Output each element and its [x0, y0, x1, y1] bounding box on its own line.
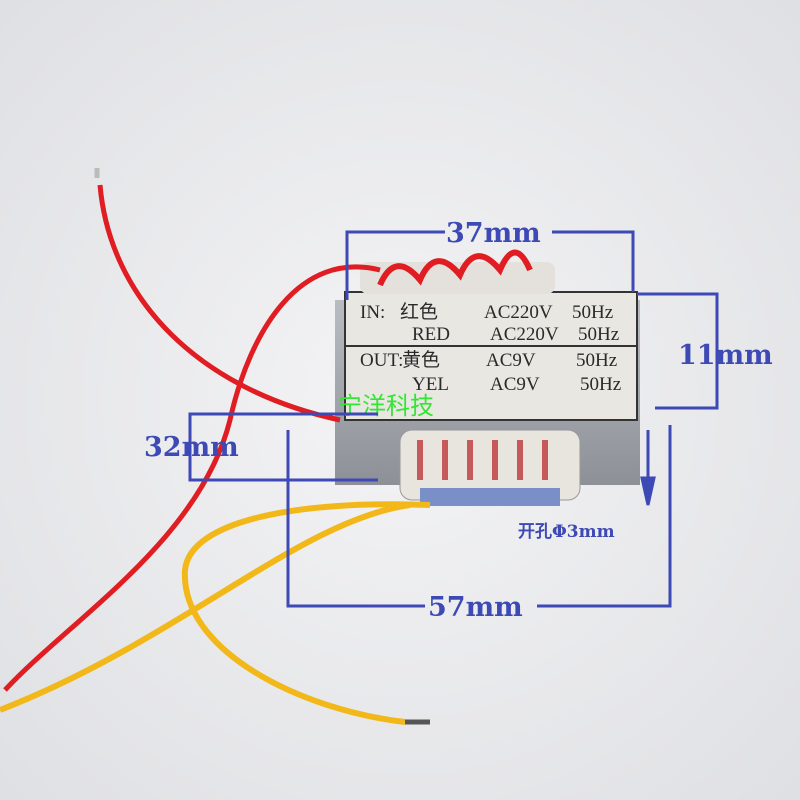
svg-text:IN:: IN:: [360, 302, 385, 323]
height-dimension: 11mm: [678, 340, 773, 371]
svg-text:AC9V: AC9V: [486, 350, 536, 371]
svg-text:50Hz: 50Hz: [576, 350, 617, 371]
depth-dimension: 32mm: [144, 432, 239, 463]
svg-text:50Hz: 50Hz: [580, 374, 621, 395]
transformer-body: [335, 249, 640, 506]
hole-dimension: 开孔Φ3mm: [518, 522, 615, 542]
svg-text:黄色: 黄色: [402, 349, 440, 371]
width-dimension: 37mm: [446, 218, 541, 249]
transformer-label: IN: 红色 AC220V 50Hz RED AC220V 50Hz OUT: …: [360, 301, 621, 395]
dimension-lines: [188, 230, 719, 608]
svg-text:AC9V: AC9V: [490, 374, 540, 395]
svg-text:50Hz: 50Hz: [572, 302, 613, 323]
svg-text:红色: 红色: [400, 301, 438, 323]
svg-text:50Hz: 50Hz: [578, 324, 619, 345]
svg-text:OUT:: OUT:: [360, 350, 403, 371]
red-wires: [3, 168, 381, 692]
svg-text:YEL: YEL: [412, 374, 449, 395]
svg-text:AC220V: AC220V: [484, 302, 553, 323]
length-dimension: 57mm: [428, 592, 523, 623]
yellow-wires: [0, 501, 431, 725]
watermark: 宁洋科技: [338, 392, 434, 420]
svg-text:RED: RED: [412, 324, 450, 345]
svg-text:AC220V: AC220V: [490, 324, 559, 345]
